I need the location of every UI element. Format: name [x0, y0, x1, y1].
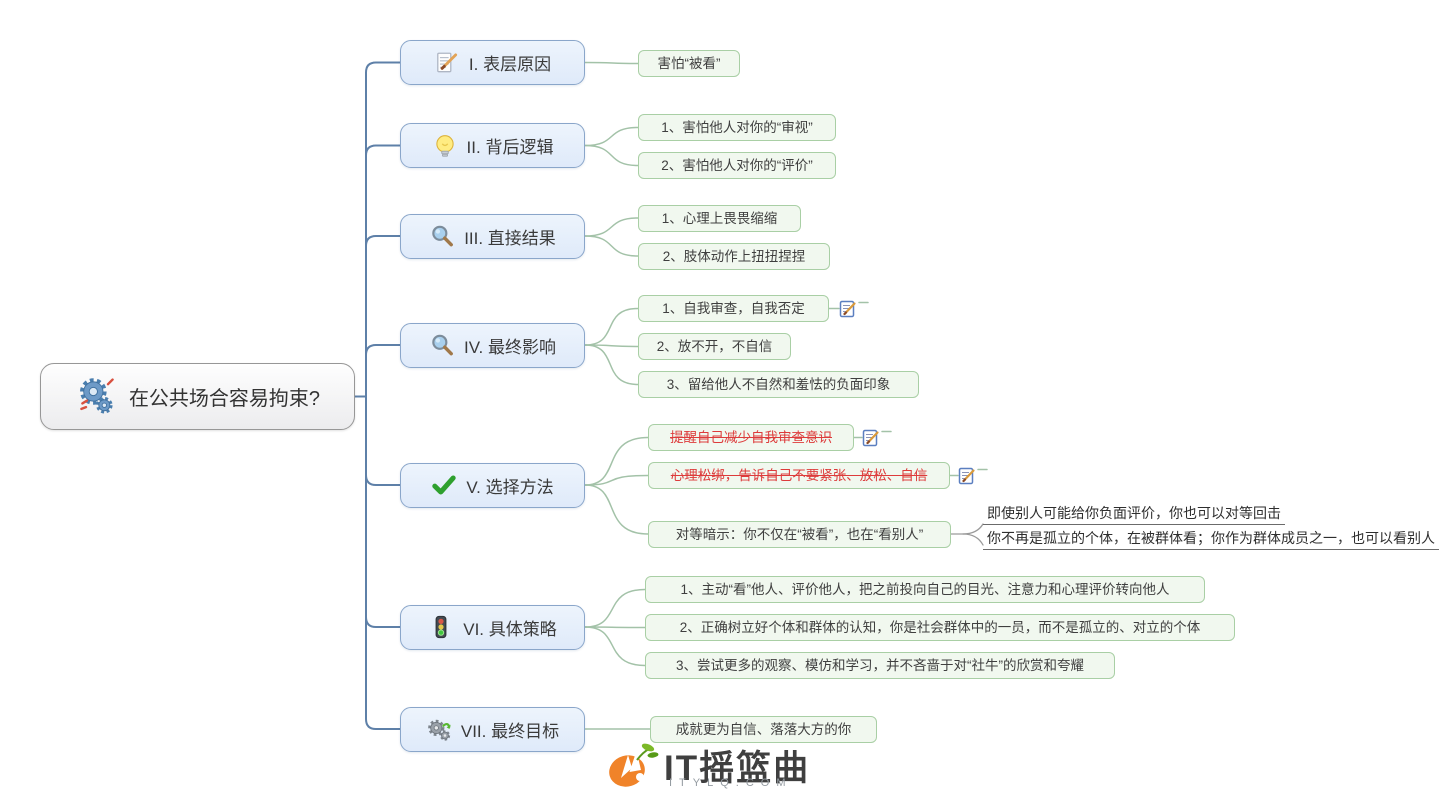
child-peer-hint[interactable]: 对等暗示：你不仅在“被看”，也在“看别人”	[648, 520, 951, 548]
child-actively-watch-others[interactable]: 1、主动“看”他人、评价他人，把之前投向自己的目光、注意力和心理评价转向他人	[645, 576, 1205, 603]
watermark-title: IT摇篮曲	[664, 749, 811, 788]
child-group-cognition[interactable]: 2、正确树立好个体和群体的认知，你是社会群体中的一员，而不是孤立的、对立的个体	[645, 614, 1235, 641]
child-timid-mentally[interactable]: 1、心理上畏畏缩缩	[638, 204, 801, 232]
child-negative-impression[interactable]: 3、留给他人不自然和羞怯的负面印象	[638, 371, 919, 398]
traffic-light-icon	[435, 615, 447, 639]
topic-label: VII. 最终目标	[460, 721, 560, 741]
topic-choose-method[interactable]: V. 选择方法	[400, 462, 585, 508]
child-not-confident[interactable]: 2、放不开，不自信	[638, 333, 791, 360]
topic-label: V. 选择方法	[466, 477, 554, 497]
child-awkward-body[interactable]: 2、肢体动作上扭扭捏捏	[638, 242, 830, 270]
memo-pencil-icon	[437, 52, 457, 72]
child-remind-reduce-censor[interactable]: 提醒自己减少自我审查意识	[648, 424, 854, 451]
child-fear-scrutiny[interactable]: 1、害怕他人对你的“审视”	[638, 114, 836, 141]
watermark-url: ITYLQ.COM	[669, 777, 793, 789]
topic-label: IV. 最终影响	[464, 337, 556, 357]
watermark-logo-icon	[609, 743, 659, 787]
child-confident-you[interactable]: 成就更为自信、落落大方的你	[650, 715, 877, 743]
topic-direct-result[interactable]: III. 直接结果	[400, 213, 585, 259]
callout-counter-strike[interactable]: 即使别人可能给你负面评价，你也可以对等回击	[983, 505, 1285, 525]
gears-spark-icon	[79, 377, 114, 413]
child-afraid-being-seen[interactable]: 害怕“被看”	[638, 50, 740, 77]
topic-label: III. 直接结果	[464, 228, 556, 248]
magnifier-icon	[432, 225, 454, 247]
root-topic[interactable]: 在公共场合容易拘束?	[40, 363, 355, 430]
callout-not-isolated[interactable]: 你不再是孤立的个体，在被群体看；你作为群体成员之一，也可以看别人	[983, 530, 1439, 550]
child-observe-imitate[interactable]: 3、尝试更多的观察、模仿和学习，并不吝啬于对“社牛”的欣赏和夸耀	[645, 652, 1115, 679]
child-mental-relax[interactable]: 心理松绑，告诉自己不要紧张、放松、自信	[648, 462, 950, 489]
topic-final-goal[interactable]: VII. 最终目标	[400, 706, 585, 752]
gears-arrow-icon	[428, 719, 451, 741]
topic-surface-reason[interactable]: I. 表层原因	[400, 40, 585, 85]
topic-label: VI. 具体策略	[463, 619, 557, 639]
topic-label: II. 背后逻辑	[466, 138, 554, 157]
child-self-censor[interactable]: 1、自我审查，自我否定	[638, 295, 829, 322]
topic-final-impact[interactable]: IV. 最终影响	[400, 322, 585, 368]
magnifier-icon	[432, 334, 453, 356]
note-icon[interactable]	[839, 300, 857, 318]
root-topic-label: 在公共场合容易拘束?	[128, 388, 321, 410]
note-icon[interactable]	[862, 429, 880, 447]
child-fear-evaluation[interactable]: 2、害怕他人对你的“评价”	[638, 152, 836, 179]
topic-specific-strategy[interactable]: VI. 具体策略	[400, 604, 585, 650]
topic-behind-logic[interactable]: II. 背后逻辑	[400, 123, 585, 168]
topic-label: I. 表层原因	[468, 55, 552, 74]
note-icon[interactable]	[958, 467, 976, 485]
lightbulb-icon	[435, 134, 454, 157]
checkmark-icon	[432, 475, 457, 495]
